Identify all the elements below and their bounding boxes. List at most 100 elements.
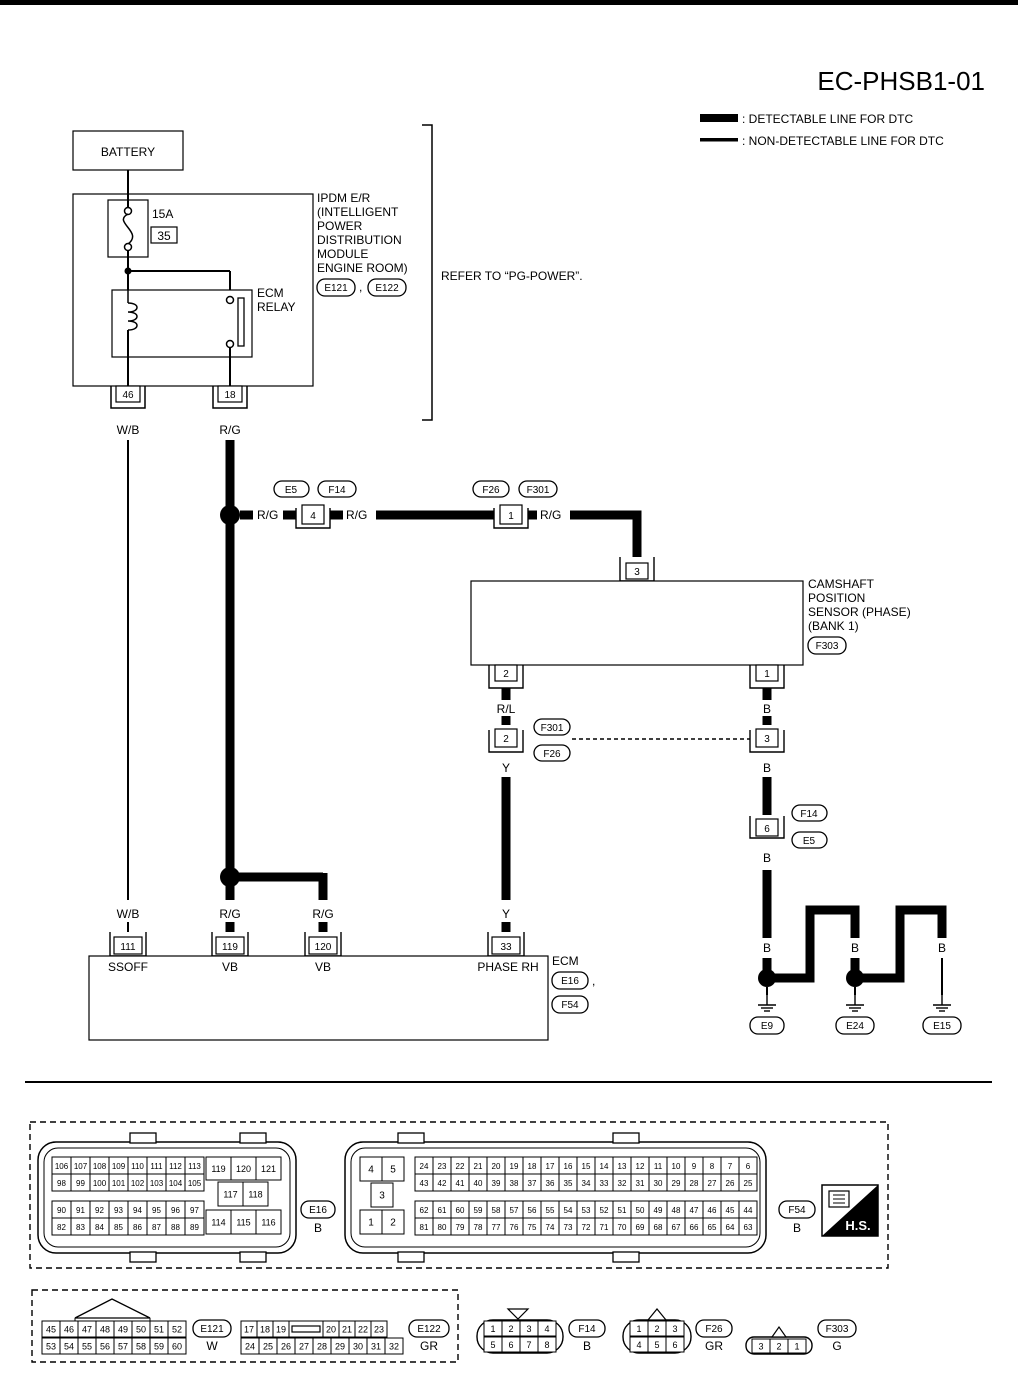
- sensor-line-4: (BANK 1): [808, 619, 859, 633]
- f54-pin: 36: [546, 1179, 555, 1188]
- f54-pin: 42: [438, 1179, 447, 1188]
- f54-pin: 80: [438, 1223, 447, 1232]
- f14-pin: 8: [544, 1340, 549, 1350]
- e16-pin: 112: [169, 1162, 182, 1171]
- f54-left-pin: 2: [390, 1218, 396, 1229]
- f14-pin: 6: [508, 1340, 513, 1350]
- relay-label-1: ECM: [257, 286, 284, 300]
- e16-side-pin: 114: [211, 1218, 225, 1228]
- fuse-number: 35: [157, 229, 171, 243]
- e16-pin: 92: [95, 1206, 104, 1215]
- f14-color: B: [583, 1339, 591, 1353]
- ipdm-line-2: (INTELLIGENT: [317, 205, 399, 219]
- legend-non-detectable: : NON-DETECTABLE LINE FOR DTC: [742, 134, 944, 148]
- e122-color: GR: [420, 1339, 438, 1353]
- wire-b-g2: B: [806, 941, 814, 955]
- wire-rl: R/L: [497, 702, 516, 716]
- e16-pin: 85: [114, 1223, 123, 1232]
- wire-rg-label-c: R/G: [540, 508, 561, 522]
- joint4-bottom: E5: [803, 836, 816, 847]
- joint1-right: F14: [328, 485, 346, 496]
- f54-pin: 61: [438, 1206, 447, 1215]
- f14-pin: 4: [544, 1324, 549, 1334]
- e122-pin: 30: [353, 1342, 363, 1352]
- f54-pin: 68: [654, 1223, 663, 1232]
- f54-pin: 58: [492, 1206, 501, 1215]
- e16-code: E16: [309, 1205, 327, 1216]
- f54-left-pin-cell: [370, 1182, 394, 1208]
- e122-pin: 17: [244, 1325, 254, 1335]
- e122-pin: 26: [281, 1342, 291, 1352]
- ipdm-pin-18: 18: [224, 390, 236, 401]
- wire-b-g5: B: [938, 941, 946, 955]
- hs-label: H.S.: [845, 1218, 870, 1233]
- ecm-pin-119: 119: [222, 942, 238, 953]
- wire-wb-top: W/B: [117, 423, 140, 437]
- sensor-pin-3: 3: [634, 567, 640, 578]
- joint4-pin: 6: [764, 824, 770, 835]
- f54-color: B: [793, 1221, 801, 1235]
- e16-side-pin-cell: [255, 1209, 282, 1235]
- ipdm-line-1: IPDM E/R: [317, 191, 371, 205]
- f54-pin: 69: [636, 1223, 645, 1232]
- f303-code: F303: [826, 1324, 849, 1335]
- e121-pin: 46: [64, 1325, 74, 1335]
- f54-pin: 48: [672, 1206, 681, 1215]
- f54-pin: 53: [582, 1206, 591, 1215]
- e16-pin: 89: [190, 1223, 199, 1232]
- e122-pin-cell: [384, 1337, 404, 1355]
- sensor-pin-2: 2: [503, 669, 509, 680]
- f54-pin: 35: [564, 1179, 573, 1188]
- f54-pin: 54: [564, 1206, 573, 1215]
- e121-pin: 55: [82, 1342, 92, 1352]
- e16-pin: 83: [76, 1223, 85, 1232]
- top-border: [0, 0, 1018, 5]
- e16-side-pin-cell: [217, 1181, 244, 1207]
- f54-pin: 24: [420, 1162, 429, 1171]
- relay-contact-icon: [237, 297, 245, 347]
- f54-pin: 39: [492, 1179, 501, 1188]
- f54-left-pin: 3: [379, 1191, 385, 1202]
- e16-side-pin-cell: [230, 1209, 257, 1235]
- f54-pin: 21: [474, 1162, 483, 1171]
- f26-pin-cell: [665, 1320, 685, 1337]
- f54-pin: 47: [690, 1206, 699, 1215]
- e16-pin: 107: [74, 1162, 88, 1171]
- ipdm-line-3: POWER: [317, 219, 363, 233]
- ground-splice-1: [758, 969, 776, 987]
- e121-pin: 48: [100, 1325, 110, 1335]
- f26-pin: 5: [654, 1340, 659, 1350]
- joint2-left: F26: [482, 485, 500, 496]
- f54-pin: 10: [672, 1162, 681, 1171]
- wire-b-mid: B: [763, 761, 771, 775]
- f54-pin: 16: [564, 1162, 573, 1171]
- svg-text:,: ,: [359, 280, 362, 294]
- battery-label: BATTERY: [101, 145, 155, 159]
- e121-pin-cell: [167, 1320, 187, 1338]
- e16-pin: 104: [169, 1179, 183, 1188]
- joint3-pin-2: 2: [503, 734, 509, 745]
- e16-pin: 109: [112, 1162, 126, 1171]
- e16-pin: 94: [133, 1206, 142, 1215]
- wire-b-g1: B: [763, 941, 771, 955]
- f54-pin: 64: [726, 1223, 735, 1232]
- f54-pin: 25: [744, 1179, 753, 1188]
- wire-rg-label-a: R/G: [257, 508, 278, 522]
- f54-pin: 65: [708, 1223, 717, 1232]
- joint4-top: F14: [800, 809, 818, 820]
- ground-icon-e15: [932, 994, 952, 1012]
- e122-pin: 28: [317, 1342, 327, 1352]
- f54-pin: 63: [744, 1223, 753, 1232]
- f54-pin: 7: [728, 1162, 733, 1171]
- f54-left-pin-cell: [381, 1209, 405, 1235]
- f54-code: F54: [788, 1205, 806, 1216]
- e16-pin: 93: [114, 1206, 123, 1215]
- e16-pin-cell: [184, 1173, 205, 1192]
- f54-pin: 33: [600, 1179, 609, 1188]
- relay-label-2: RELAY: [257, 300, 295, 314]
